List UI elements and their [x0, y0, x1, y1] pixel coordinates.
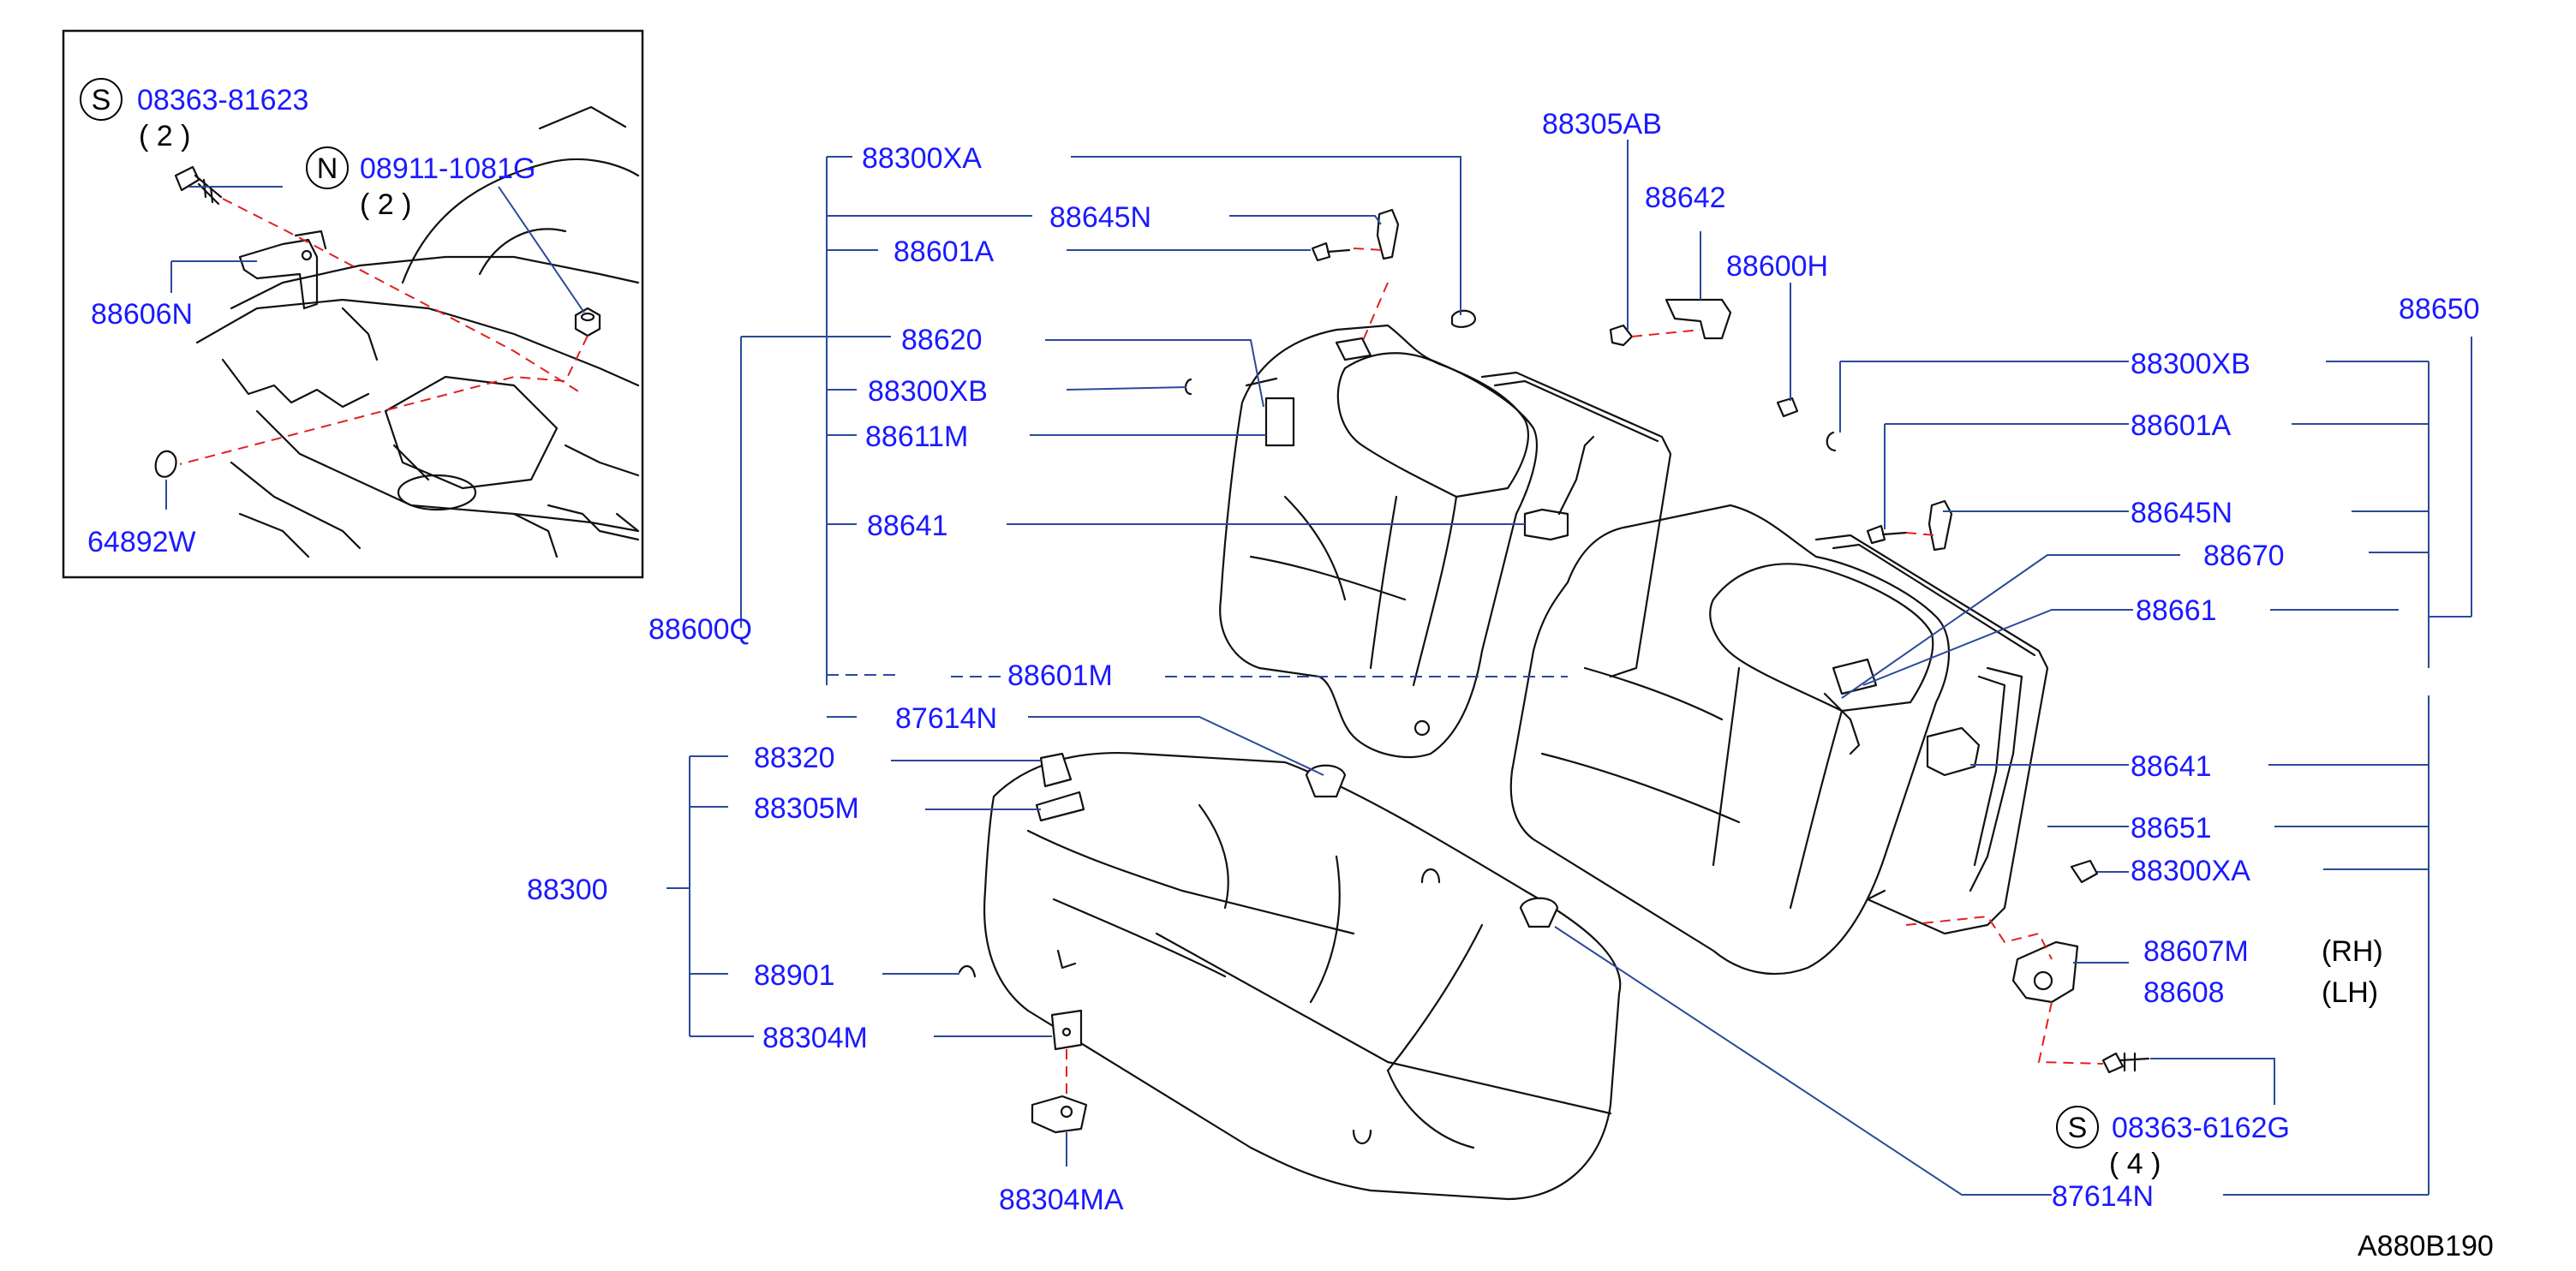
screw-88601a-icon	[1311, 242, 1351, 262]
left-seatback-drawing	[1219, 324, 1672, 759]
label-88304m: 88304M	[762, 1022, 868, 1054]
label-88620: 88620	[901, 324, 983, 356]
label-plug: 64892W	[87, 526, 196, 558]
cap-87614n-b-icon	[1519, 897, 1559, 928]
small-parts	[958, 208, 2150, 1096]
label-88608-side: (LH)	[2322, 976, 2378, 1009]
striker-88641-b-icon	[1926, 726, 1981, 777]
label-88305ab: 88305AB	[1542, 108, 1662, 140]
label-88300xb-b: 88300XB	[2131, 348, 2250, 380]
leader-lines	[666, 140, 2472, 1196]
symbol-s-b: S	[2068, 1112, 2088, 1144]
label-88642: 88642	[1645, 182, 1726, 214]
bracket-88304ma-icon	[1031, 1095, 1088, 1134]
clip-88300xb-b-icon	[1826, 431, 1837, 452]
label-88300: 88300	[527, 874, 608, 906]
label-88600q: 88600Q	[648, 613, 752, 646]
label-88661: 88661	[2136, 594, 2217, 627]
pin-88600h-icon	[1776, 397, 1799, 418]
striker-88641-icon	[1523, 508, 1569, 541]
label-88645n-b: 88645N	[2131, 497, 2232, 529]
nut-symbol-icon	[306, 146, 349, 189]
bolt-icon	[174, 165, 223, 206]
label-88304ma: 88304MA	[999, 1184, 1124, 1216]
label-88607m-side: (RH)	[2322, 935, 2383, 968]
bracket-icon	[238, 230, 327, 310]
inset-frame	[62, 29, 644, 579]
bolt-08363-6162g-icon	[2101, 1052, 2125, 1074]
label-bolt-qty: ( 2 )	[139, 120, 190, 152]
symbol-s: S	[92, 84, 111, 116]
label-88320: 88320	[754, 742, 835, 774]
clip-88645n-icon	[1376, 208, 1400, 260]
clip-88300xa-icon	[1450, 309, 1477, 328]
seat-cushion-drawing	[983, 751, 1622, 1201]
label-88611m: 88611M	[865, 421, 968, 453]
label-bolt: 08363-81623	[137, 84, 308, 116]
hook-88901-icon	[958, 965, 977, 978]
label-nut-qty: ( 2 )	[360, 188, 411, 221]
label-88601a-b: 88601A	[2131, 409, 2232, 442]
floor-panel-drawing	[195, 105, 640, 558]
clip-88300xa-b-icon	[2070, 859, 2099, 884]
label-88300xb-a: 88300XB	[868, 375, 988, 408]
label-88645n-a: 88645N	[1049, 201, 1151, 234]
label-88901: 88901	[754, 959, 835, 992]
latch-88304m-icon	[1050, 1009, 1083, 1051]
drawing-code: A880B190	[2358, 1230, 2494, 1262]
plug-icon	[154, 450, 177, 478]
label-88607m: 88607M	[2143, 935, 2249, 968]
label-88641-b: 88641	[2131, 750, 2212, 783]
part-labels: 88300XA 88645N 88601A 88620 88300XB 8861…	[527, 108, 2494, 1262]
standard-part-symbol-b-icon	[2056, 1106, 2099, 1149]
screw-88601a-b-icon	[1866, 524, 1908, 545]
label-08363-qty: ( 4 )	[2109, 1148, 2161, 1180]
inset-panel: S N 08363-81623 ( 2 ) 08911-1081G ( 2 ) …	[62, 29, 644, 579]
label-08363-6162g: 08363-6162G	[2112, 1112, 2290, 1144]
tag-88305m-icon	[1035, 791, 1085, 822]
cap-87614n-icon	[1305, 764, 1347, 798]
nut-icon	[574, 307, 601, 337]
label-88670: 88670	[2203, 540, 2285, 572]
label-88305m: 88305M	[754, 792, 859, 825]
label-bracket: 88606N	[91, 298, 193, 331]
label-88300xa-a: 88300XA	[862, 142, 982, 175]
label-88650: 88650	[2399, 293, 2480, 325]
label-88608: 88608	[2143, 976, 2225, 1009]
label-nut: 08911-1081G	[360, 152, 535, 185]
clip-88645n-b-icon	[1928, 499, 1953, 552]
right-seatback-drawing	[1509, 504, 2049, 976]
symbol-n: N	[317, 152, 338, 185]
label-87614n-b: 87614N	[2052, 1180, 2154, 1213]
flap-88320-icon	[1039, 752, 1073, 788]
bracket-88642-icon	[1665, 298, 1732, 340]
label-88600h: 88600H	[1726, 250, 1828, 283]
tag-88611m-icon	[1264, 397, 1295, 447]
label-88651: 88651	[2131, 812, 2212, 844]
label-88601a-a: 88601A	[894, 236, 995, 268]
label-88641-a: 88641	[867, 510, 948, 542]
standard-part-symbol-icon	[80, 78, 123, 121]
screw-88305ab-icon	[1609, 324, 1634, 347]
label-88300xa-b: 88300XA	[2131, 855, 2250, 887]
label-88601m: 88601M	[1007, 659, 1113, 692]
label-87614n-a: 87614N	[895, 702, 997, 735]
